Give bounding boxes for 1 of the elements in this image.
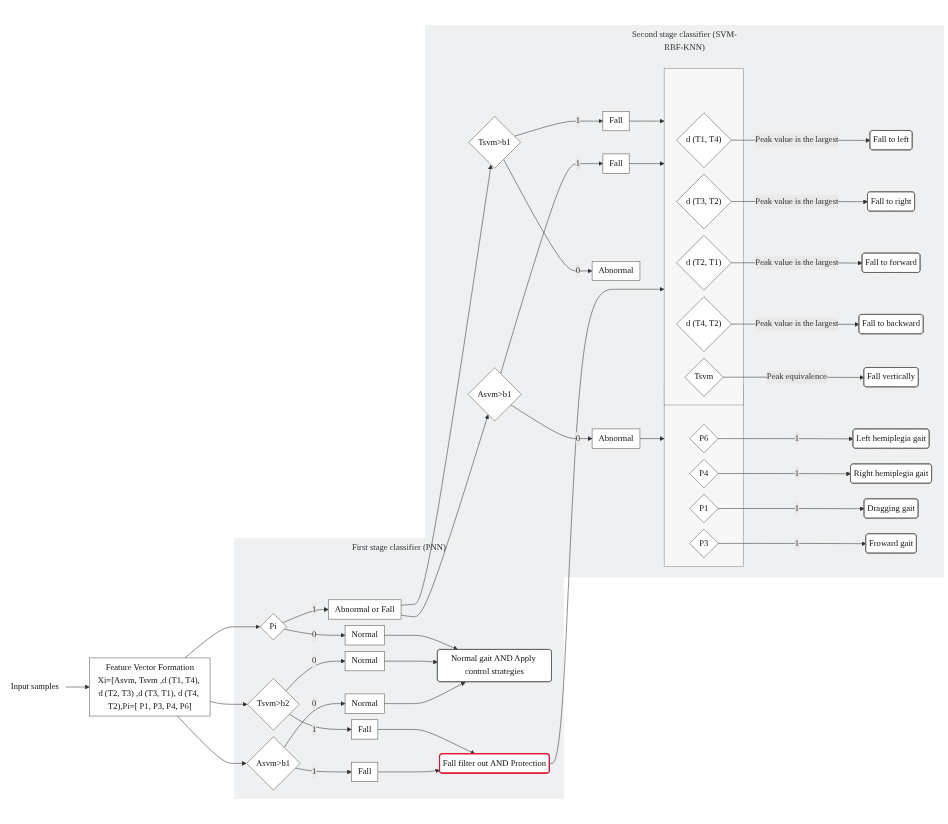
cluster (663, 68, 744, 406)
